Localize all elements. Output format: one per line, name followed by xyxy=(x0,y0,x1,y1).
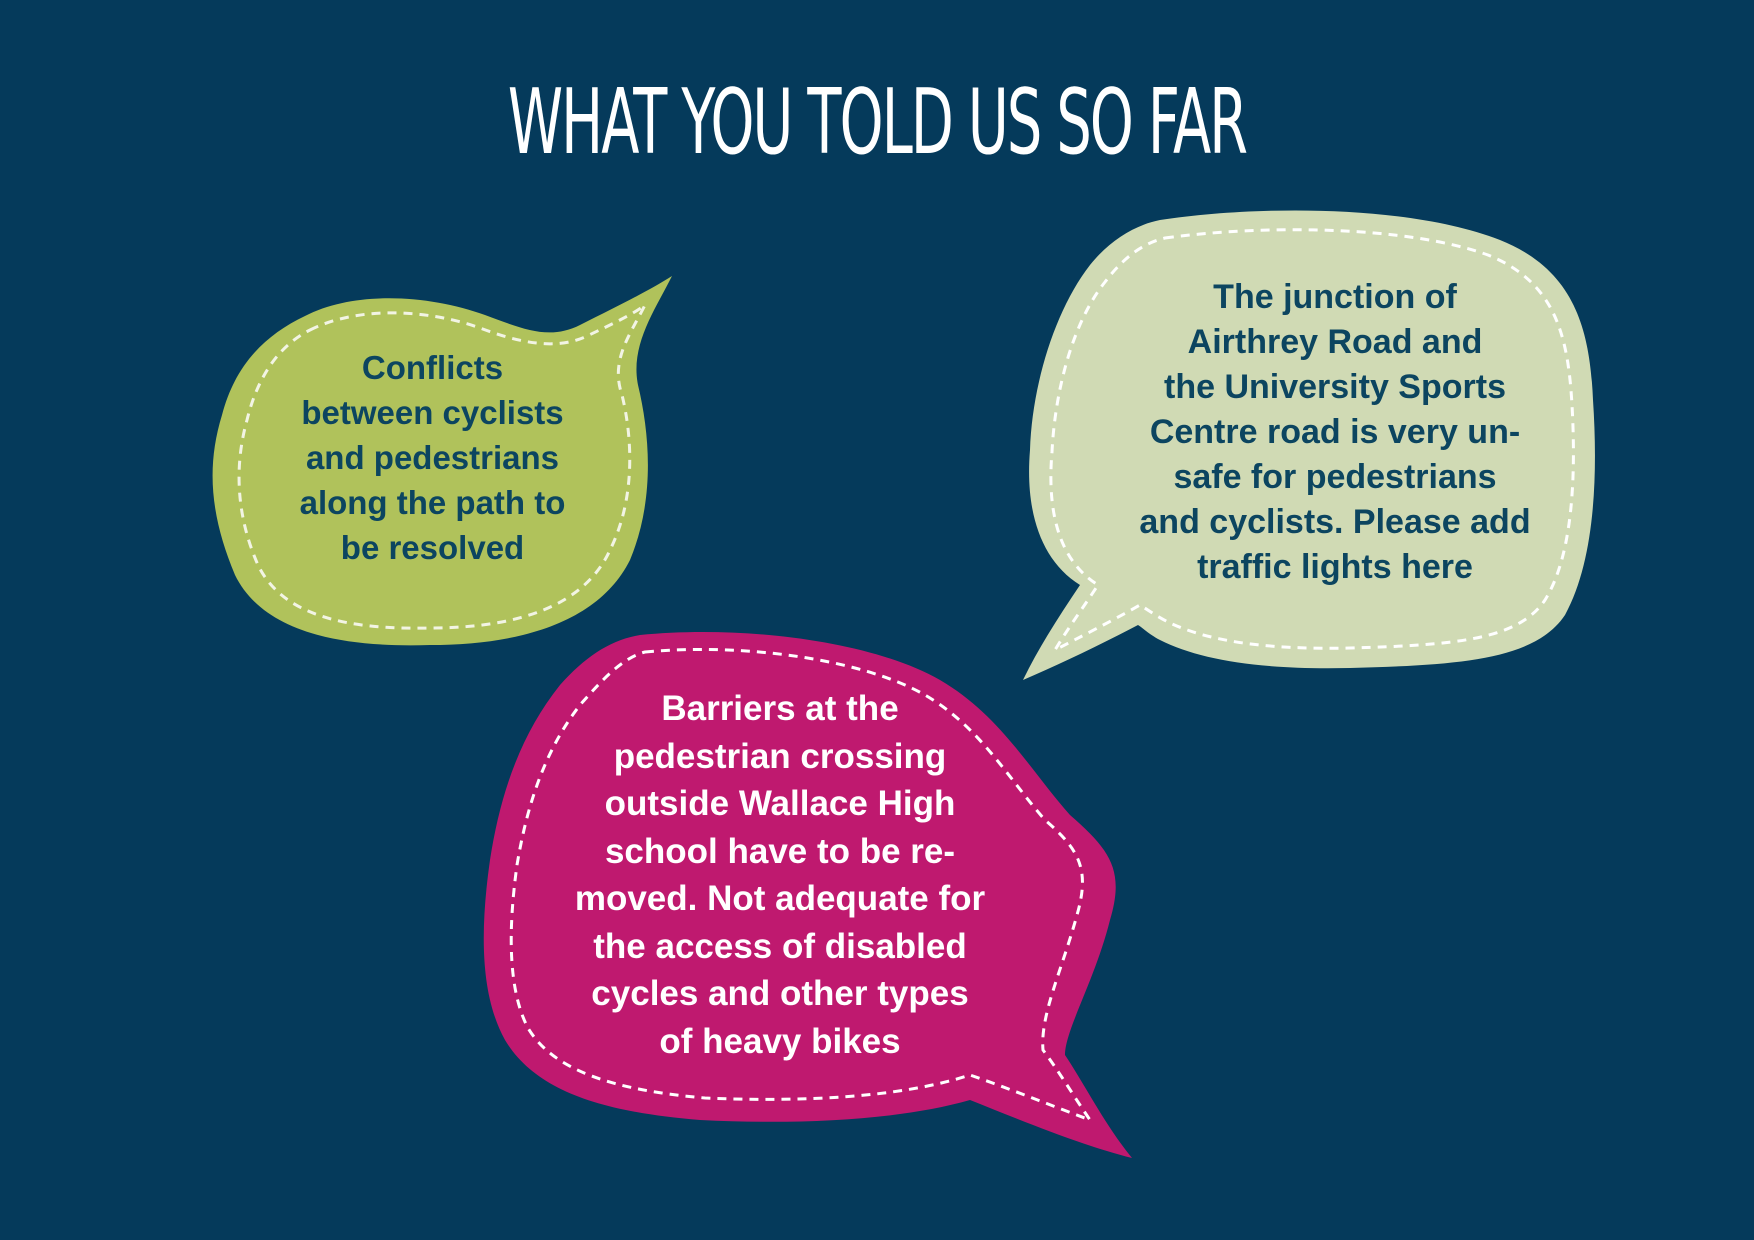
bubble-line: the University Sports xyxy=(1164,368,1506,406)
green-speech-bubble xyxy=(212,276,672,646)
pink-speech-bubble xyxy=(483,632,1133,1158)
light-bubble-text: The junction of Airthrey Road and the Un… xyxy=(1095,275,1575,590)
light-bubble-shape xyxy=(1023,210,1595,680)
bubble-line: Barriers at the xyxy=(661,689,899,728)
bubble-line: Centre road is very un- xyxy=(1149,413,1521,451)
bubble-line: school have to be re- xyxy=(604,831,956,871)
bubble-line: Conflicts xyxy=(361,349,504,386)
light-bubble-stitching xyxy=(1049,228,1575,654)
pink-bubble-shape xyxy=(483,632,1133,1158)
light-speech-bubble xyxy=(1023,210,1595,680)
green-bubble-stitching xyxy=(237,303,647,630)
bubble-line: pedestrian crossing xyxy=(613,736,947,776)
bubble-line: along the path to xyxy=(299,484,566,521)
green-bubble-shape xyxy=(212,276,672,646)
page-title: WHAT YOU TOLD US SO FAR xyxy=(507,70,1248,175)
bubble-line: cycles and other types xyxy=(591,974,969,1013)
bubble-line: Airthrey Road and xyxy=(1187,323,1483,361)
bubble-line: between cyclists xyxy=(301,394,564,431)
bubble-line: outside Wallace High xyxy=(604,784,956,823)
pink-bubble-text: Barriers at the pedestrian crossing outs… xyxy=(525,685,1035,1065)
bubble-line: moved. Not adequate for xyxy=(574,879,986,918)
bubble-line: of heavy bikes xyxy=(659,1021,901,1061)
bubble-line: the access of disabled xyxy=(593,926,967,966)
bubble-line: and cyclists. Please add xyxy=(1139,503,1531,541)
bubble-line: The junction of xyxy=(1213,278,1457,316)
bubble-line: and pedestrians xyxy=(305,439,560,476)
bubble-line: safe for pedestrians xyxy=(1173,458,1497,496)
bubble-line: be resolved xyxy=(340,529,525,566)
bubble-line: traffic lights here xyxy=(1197,548,1473,586)
pink-bubble-stitching xyxy=(509,647,1094,1124)
green-bubble-text: Conflicts between cyclists and pedestria… xyxy=(230,345,635,570)
